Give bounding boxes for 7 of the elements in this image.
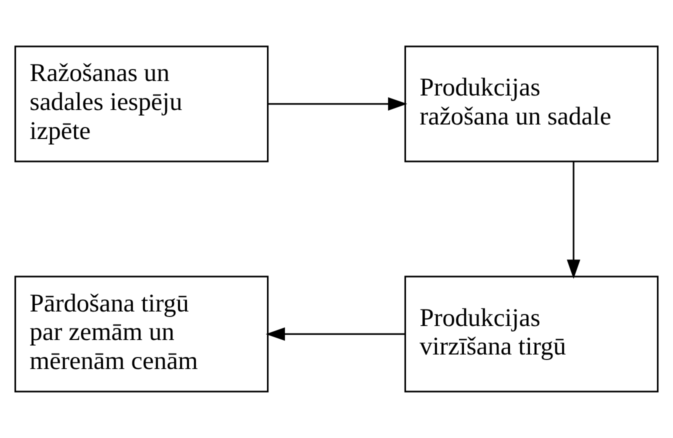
node-box: Ražošanas un sadales iespēju izpēte [14, 46, 269, 162]
arrow [268, 97, 408, 111]
node-box: Pārdošana tirgū par zemām un mērenām cenām [14, 276, 269, 392]
node-box: Produkcijas ražošana un sadale [404, 46, 659, 162]
arrow [266, 327, 405, 341]
arrow [566, 162, 580, 279]
node-box: Produkcijas virzīšana tirgū [404, 276, 659, 392]
